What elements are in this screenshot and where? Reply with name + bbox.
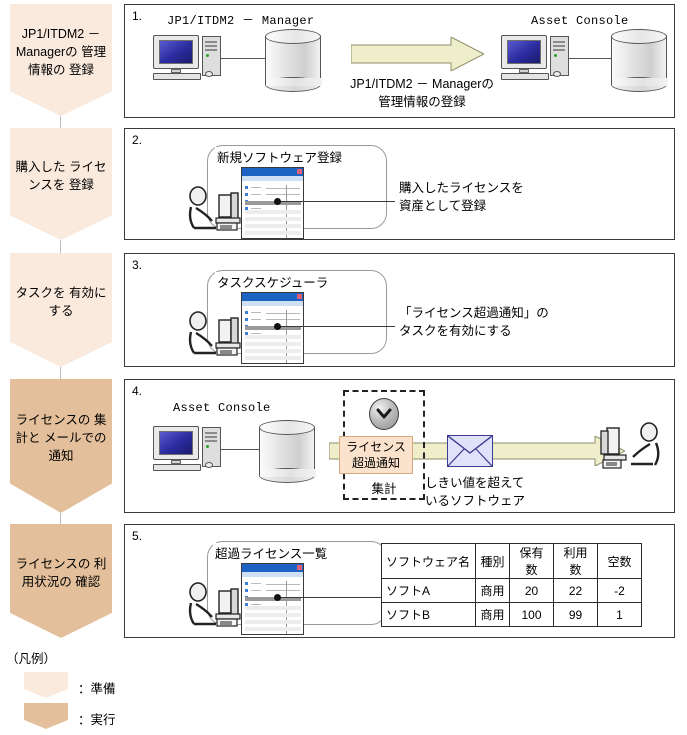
step-panel-1: 1. JP1/ITDM2 － Manager Asset Console JP1… — [124, 4, 675, 118]
phase-chevron-4: ライセンスの 集計と メールでの通知 — [10, 379, 112, 513]
phase-chevron-5: ライセンスの 利用状況の 確認 — [10, 524, 112, 638]
table-header-row: ソフトウェア名 種別 保有数 利用数 空数 — [381, 543, 642, 579]
step1-target-label: Asset Console — [531, 14, 629, 28]
target-computer-icon — [501, 35, 575, 81]
excess-license-table: ソフトウェア名 種別 保有数 利用数 空数 ソフトA 商用 20 22 -2 ソ… — [381, 543, 642, 627]
cell-kind: 商用 — [475, 578, 510, 603]
target-link-wire — [569, 58, 613, 59]
step2-window-title: 新規ソフトウェア登録 — [215, 147, 345, 166]
table-row: ソフトA 商用 20 22 -2 — [381, 578, 642, 603]
step-panel-2: 2. 新規ソフトウェア登録 購入したライセンスを 資産として登録 — [124, 128, 675, 240]
step4-link-wire — [221, 449, 261, 450]
step3-leader-line — [277, 326, 395, 327]
col-used: 利用数 — [553, 543, 598, 579]
step4-recipient-icon — [599, 420, 660, 469]
cell-owned: 100 — [509, 602, 554, 627]
step-panel-5: 5. 超過ライセンス一覧 — [124, 524, 675, 638]
step3-leader-dot — [274, 323, 281, 330]
col-free: 空数 — [597, 543, 642, 579]
flow-connector-3 — [60, 367, 61, 379]
step3-caption: 「ライセンス超過通知」の タスクを有効にする — [399, 306, 549, 339]
step2-window-mock — [241, 167, 304, 239]
step5-leader-dot — [274, 594, 281, 601]
legend-swatch-prep — [24, 672, 68, 698]
step4-aggregate-label: 集計 — [371, 482, 397, 496]
phase-chevron-2-label: 購入した ライセンスを 登録 — [15, 159, 107, 192]
step5-operator-icon — [187, 581, 243, 629]
col-software-name: ソフトウェア名 — [381, 543, 476, 579]
phase-chevron-3: タスクを 有効にする — [10, 253, 112, 367]
phase-chevron-2: 購入した ライセンスを 登録 — [10, 128, 112, 240]
step3-window-title: タスクスケジューラ — [215, 272, 331, 291]
cell-software-name: ソフトB — [381, 602, 476, 627]
step-number-4: 4. — [132, 384, 143, 398]
source-database-icon — [265, 29, 322, 92]
step2-leader-dot — [274, 198, 281, 205]
clock-icon — [369, 398, 399, 430]
step4-server-label: Asset Console — [173, 401, 271, 415]
legend-swatch-exec — [24, 703, 68, 729]
cell-used: 22 — [553, 578, 598, 603]
step2-operator-icon — [187, 185, 243, 233]
step3-window-mock — [241, 292, 304, 364]
cell-used: 99 — [553, 602, 598, 627]
cell-software-name: ソフトA — [381, 578, 476, 603]
step5-leader-line — [277, 597, 385, 598]
step1-source-label: JP1/ITDM2 － Manager — [167, 14, 315, 28]
flow-connector-2 — [60, 240, 61, 253]
step4-task-badge: ライセンス 超過通知 — [339, 436, 413, 475]
step-number-1: 1. — [132, 9, 143, 23]
cell-free: -2 — [597, 578, 642, 603]
step-number-5: 5. — [132, 529, 143, 543]
step1-arrow-caption: JP1/ITDM2 － Managerの 管理情報の登録 — [350, 77, 494, 110]
transfer-arrow-icon — [351, 37, 484, 71]
phase-chevron-3-label: タスクを 有効にする — [15, 285, 107, 318]
cell-owned: 20 — [509, 578, 554, 603]
cell-free: 1 — [597, 602, 642, 627]
legend-label-exec: ：実行 — [78, 713, 116, 727]
step5-window-mock — [241, 563, 304, 635]
step4-server-computer-icon — [153, 426, 227, 472]
flow-connector-4 — [60, 513, 61, 524]
legend-label-prep: ：準備 — [78, 682, 116, 696]
step3-operator-icon — [187, 310, 243, 358]
col-kind: 種別 — [475, 543, 510, 579]
step-panel-3: 3. タスクスケジューラ 「ライセンス超過通知」の タスクを有効に — [124, 253, 675, 367]
step2-caption: 購入したライセンスを 資産として登録 — [399, 181, 524, 214]
phase-chevron-1: JP1/ITDM2 － Managerの 管理情報の 登録 — [10, 4, 112, 116]
phase-chevron-1-label: JP1/ITDM2 － Managerの 管理情報の 登録 — [15, 26, 107, 78]
step5-window-title: 超過ライセンス一覧 — [213, 543, 330, 562]
legend-title: （凡例） — [6, 652, 57, 666]
mail-icon — [447, 435, 493, 467]
target-database-icon — [611, 29, 668, 92]
flow-connector-1 — [60, 116, 61, 128]
cell-kind: 商用 — [475, 602, 510, 627]
phase-chevron-5-label: ライセンスの 利用状況の 確認 — [15, 556, 107, 589]
step4-database-icon — [259, 420, 316, 483]
step-panel-4: 4. Asset Console ライセンス 超過通知 集計 しきい値を超えて … — [124, 379, 675, 513]
table-row: ソフトB 商用 100 99 1 — [381, 602, 642, 627]
step-number-3: 3. — [132, 258, 143, 272]
source-link-wire — [221, 58, 267, 59]
col-owned: 保有数 — [509, 543, 554, 579]
step4-mail-caption: しきい値を超えて いるソフトウェア — [425, 476, 526, 509]
step2-leader-line — [277, 201, 395, 202]
phase-chevron-4-label: ライセンスの 集計と メールでの通知 — [15, 412, 107, 464]
source-computer-icon — [153, 35, 227, 81]
step-number-2: 2. — [132, 133, 143, 147]
